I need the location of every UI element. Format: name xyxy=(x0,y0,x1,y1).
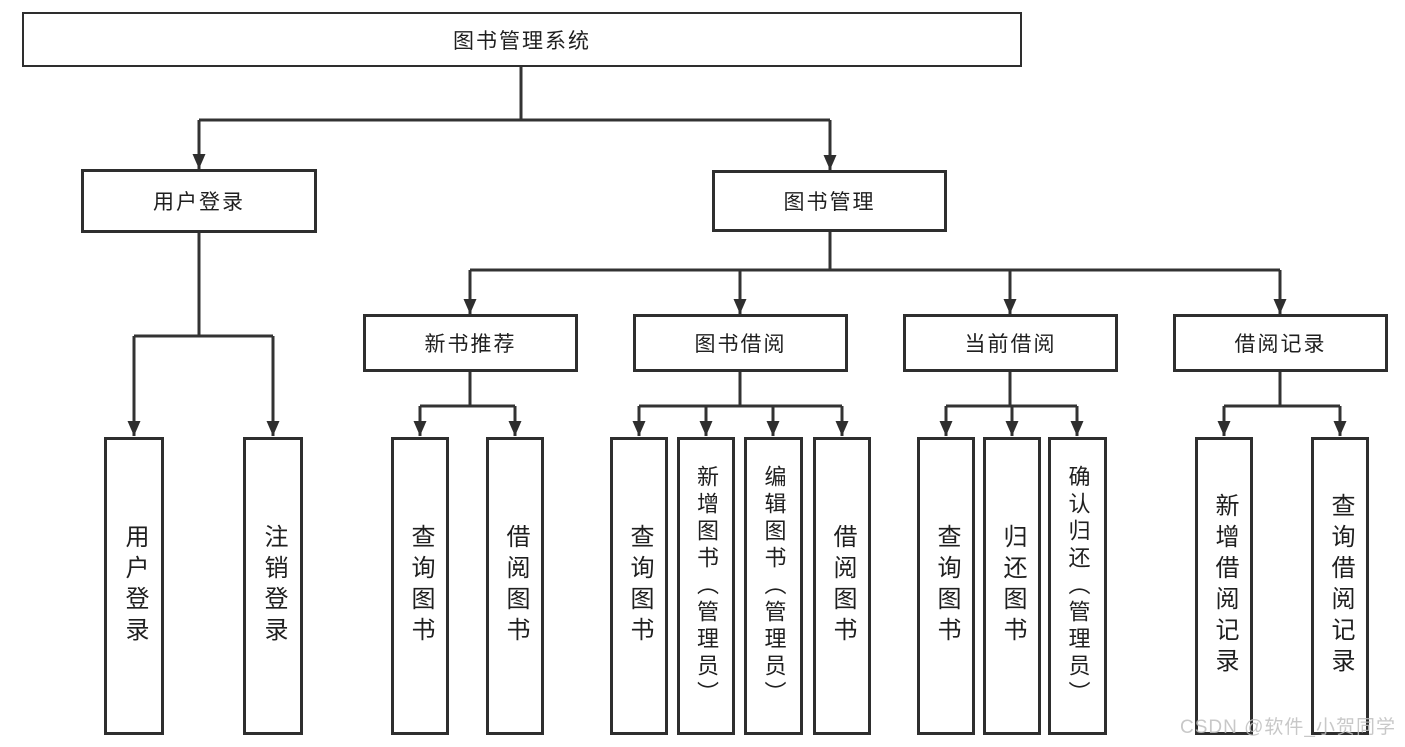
connector-user-login-stem xyxy=(134,233,273,338)
node-module-label: 当前借阅 xyxy=(964,333,1057,356)
csdn-watermark: CSDN @软件_小贺同学 xyxy=(1180,717,1396,738)
node-leaf-label: 查询图书 xyxy=(626,524,653,648)
node-leaf-label: 借阅图书 xyxy=(829,524,856,648)
node-leaf-label: 注销登录 xyxy=(260,524,287,648)
node-root-system: 图书管理系统 xyxy=(22,12,1022,67)
node-leaf-query-books-1: 查询图书 xyxy=(391,437,449,735)
node-module-borrow-records: 借阅记录 xyxy=(1173,314,1388,372)
node-leaf-user-login: 用户登录 xyxy=(104,437,164,735)
node-branch-user-login: 用户登录 xyxy=(81,169,317,233)
node-leaf-edit-books-admin: 编辑图书（管理员） xyxy=(744,437,803,735)
node-module-new-book-recommend: 新书推荐 xyxy=(363,314,578,372)
node-leaf-label: 新增借阅记录 xyxy=(1211,493,1238,679)
connector-records-stem xyxy=(1224,372,1340,408)
node-module-label: 图书借阅 xyxy=(694,333,787,356)
node-leaf-confirm-return-admin: 确认归还（管理员） xyxy=(1048,437,1107,735)
connector-current-stem xyxy=(946,372,1077,408)
node-branch-book-management: 图书管理 xyxy=(712,170,947,232)
node-root-label: 图书管理系统 xyxy=(453,29,591,53)
node-leaf-borrow-books-2: 借阅图书 xyxy=(813,437,871,735)
node-leaf-label: 查询图书 xyxy=(933,524,960,648)
node-leaf-label: 借阅图书 xyxy=(502,524,529,648)
connector-root-stem xyxy=(199,67,830,122)
connector-borrowing-stem xyxy=(639,372,842,408)
node-leaf-query-books-2: 查询图书 xyxy=(610,437,668,735)
node-leaf-borrow-books-1: 借阅图书 xyxy=(486,437,544,735)
node-module-current-borrowing: 当前借阅 xyxy=(903,314,1118,372)
node-module-book-borrowing: 图书借阅 xyxy=(633,314,848,372)
node-leaf-label: 用户登录 xyxy=(121,524,148,648)
connector-book-management-stem xyxy=(470,232,1280,272)
node-leaf-return-books: 归还图书 xyxy=(983,437,1041,735)
node-leaf-add-borrow-record: 新增借阅记录 xyxy=(1195,437,1253,735)
node-branch-label: 图书管理 xyxy=(783,191,876,214)
node-leaf-add-books-admin: 新增图书（管理员） xyxy=(677,437,735,735)
node-leaf-label: 新增图书（管理员） xyxy=(694,464,719,708)
node-leaf-label: 查询图书 xyxy=(407,524,434,648)
connector-new-books-stem xyxy=(420,372,515,408)
node-leaf-label: 确认归还（管理员） xyxy=(1065,464,1091,708)
node-leaf-query-borrow-record: 查询借阅记录 xyxy=(1311,437,1369,735)
node-module-label: 新书推荐 xyxy=(424,333,517,356)
node-leaf-logout: 注销登录 xyxy=(243,437,303,735)
node-leaf-label: 归还图书 xyxy=(999,524,1026,648)
node-leaf-label: 编辑图书（管理员） xyxy=(761,464,787,708)
node-branch-label: 用户登录 xyxy=(153,191,245,214)
node-module-label: 借阅记录 xyxy=(1234,333,1327,356)
node-leaf-query-books-3: 查询图书 xyxy=(917,437,975,735)
node-leaf-label: 查询借阅记录 xyxy=(1327,493,1354,679)
